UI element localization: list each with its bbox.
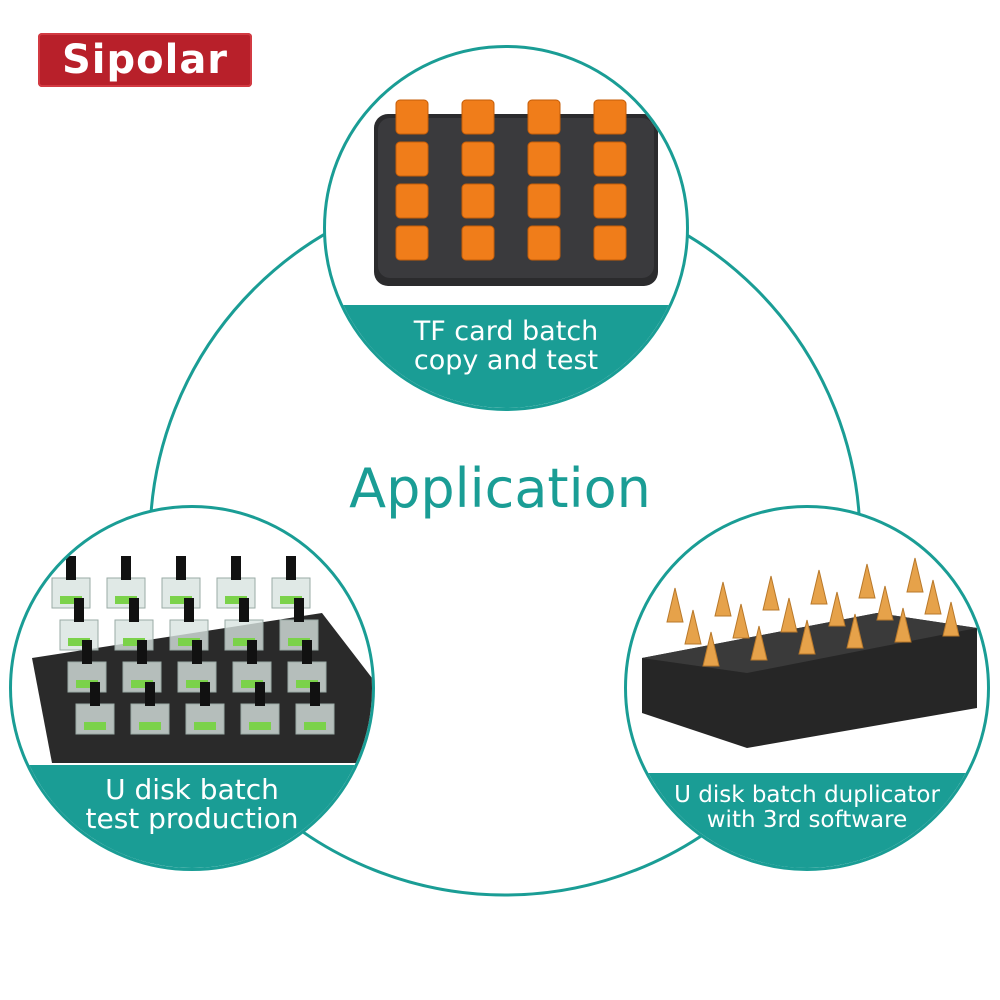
- application-label-duplicator: U disk batch duplicator with 3rd softwar…: [627, 773, 987, 868]
- application-card-duplicator: U disk batch duplicator with 3rd softwar…: [624, 505, 990, 871]
- label-line-2: test production: [85, 802, 299, 835]
- label-line-2: copy and test: [413, 345, 599, 376]
- label-line-1: TF card batch: [413, 316, 599, 347]
- u-disk-duplicator-image: [642, 557, 977, 748]
- u-disk-tester-image: [32, 556, 372, 763]
- brand-logo-text: Sipolar: [61, 37, 229, 83]
- tf-card-hub-image: [374, 99, 658, 286]
- brand-logo: Sipolar: [38, 33, 252, 87]
- application-label-udisk-test: U disk batch test production: [12, 765, 372, 868]
- application-card-udisk-test: U disk batch test production: [9, 505, 375, 871]
- application-label-tf: TF card batch copy and test: [326, 305, 686, 408]
- application-card-tf: TF card batch copy and test: [323, 45, 689, 411]
- label-line-2: with 3rd software: [706, 807, 908, 833]
- label-line-1: U disk batch: [105, 773, 279, 806]
- page-title: Application: [349, 457, 651, 520]
- label-line-1: U disk batch duplicator: [674, 782, 940, 808]
